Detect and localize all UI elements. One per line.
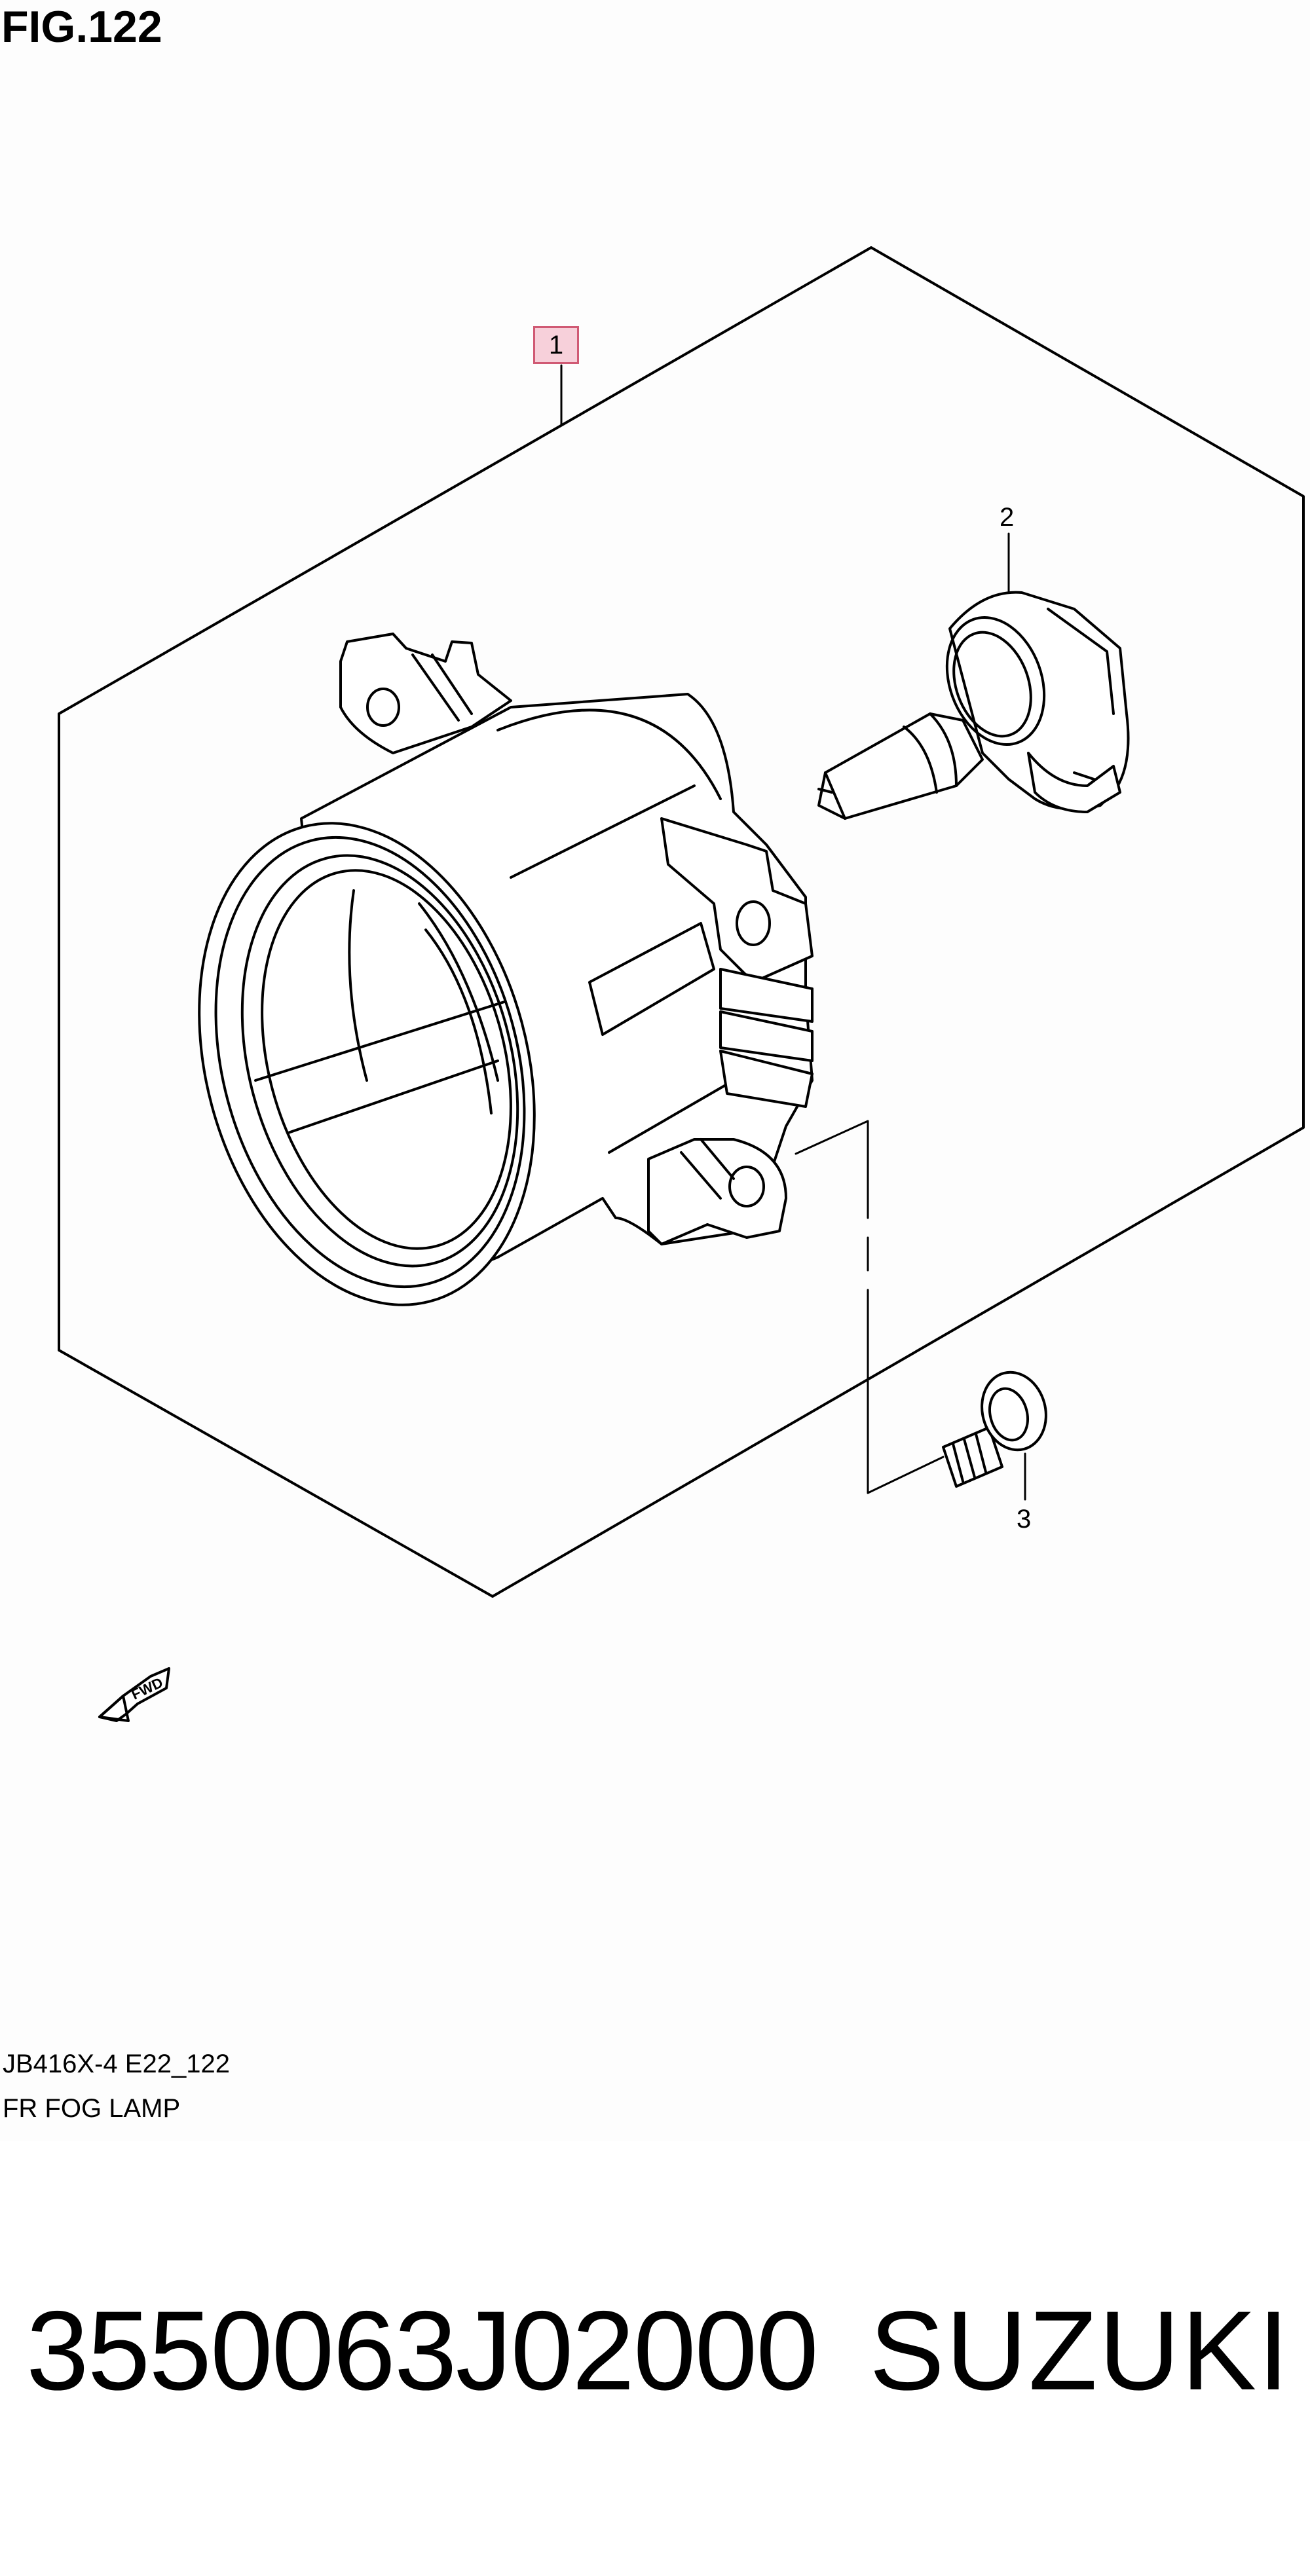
- callout-1: 1: [533, 326, 579, 364]
- part-number: 3550063J02000: [26, 2288, 819, 2414]
- screw-mount-path: [795, 1120, 869, 1219]
- callout-2: 2: [1000, 503, 1015, 532]
- section-title: FR FOG LAMP: [3, 2094, 181, 2123]
- screw-icon: [942, 1371, 1047, 1488]
- callout-3: 3: [1017, 1505, 1032, 1534]
- exploded-view-diagram: FWD: [58, 246, 1305, 1722]
- part-info-row: 3550063J02000 SUZUKI: [26, 2285, 1297, 2416]
- model-code: JB416X-4 E22_122: [3, 2050, 230, 2078]
- assembly-outline: [58, 246, 1305, 1598]
- parts-diagram-sheet: FIG.122: [1, 2, 1305, 2123]
- fwd-arrow-icon: FWD: [98, 1667, 170, 1722]
- fog-lamp-housing-icon: [198, 633, 814, 1306]
- brand-name: SUZUKI: [869, 2288, 1290, 2414]
- figure-title: FIG.122: [1, 2, 162, 52]
- bulb-icon: [817, 591, 1130, 820]
